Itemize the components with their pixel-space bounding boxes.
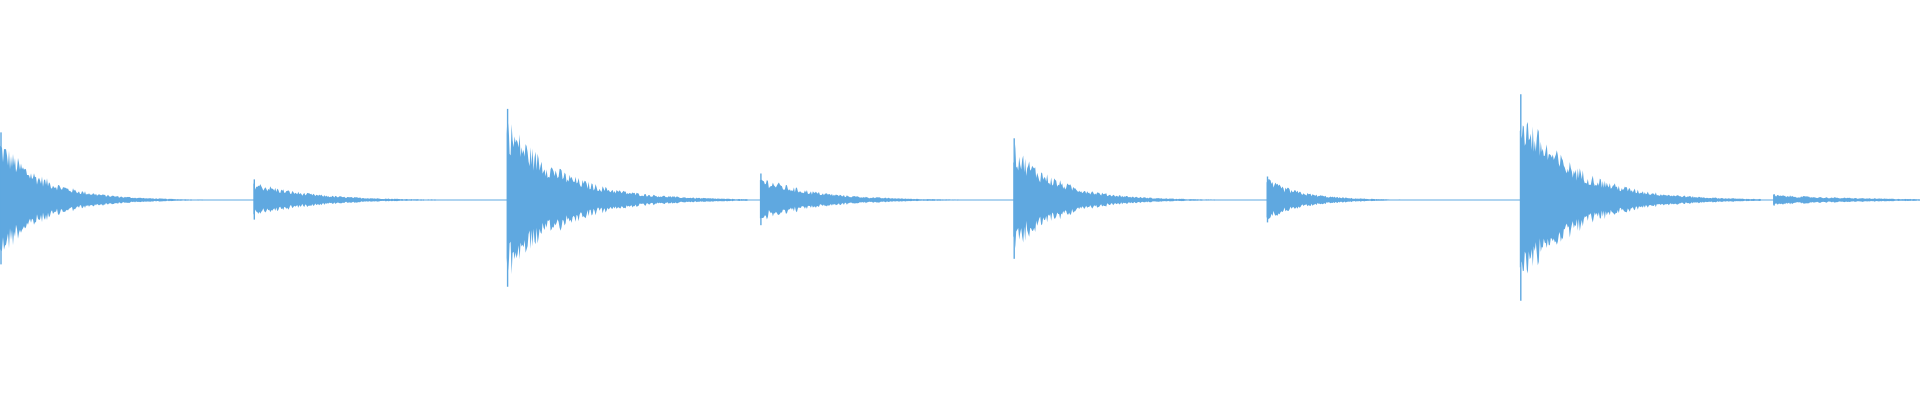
waveform-hit-6 xyxy=(1266,179,1508,220)
waveform-hit-4 xyxy=(759,179,1001,220)
waveform-hit-7 xyxy=(1519,122,1761,274)
waveform-hit-3 xyxy=(506,123,748,275)
waveform-hit-1 xyxy=(0,145,241,253)
waveform-hit-2 xyxy=(253,181,495,217)
waveform-hits xyxy=(0,94,1920,301)
waveform-hit-5 xyxy=(1013,144,1255,249)
waveform-hit-8 xyxy=(1773,194,1920,205)
